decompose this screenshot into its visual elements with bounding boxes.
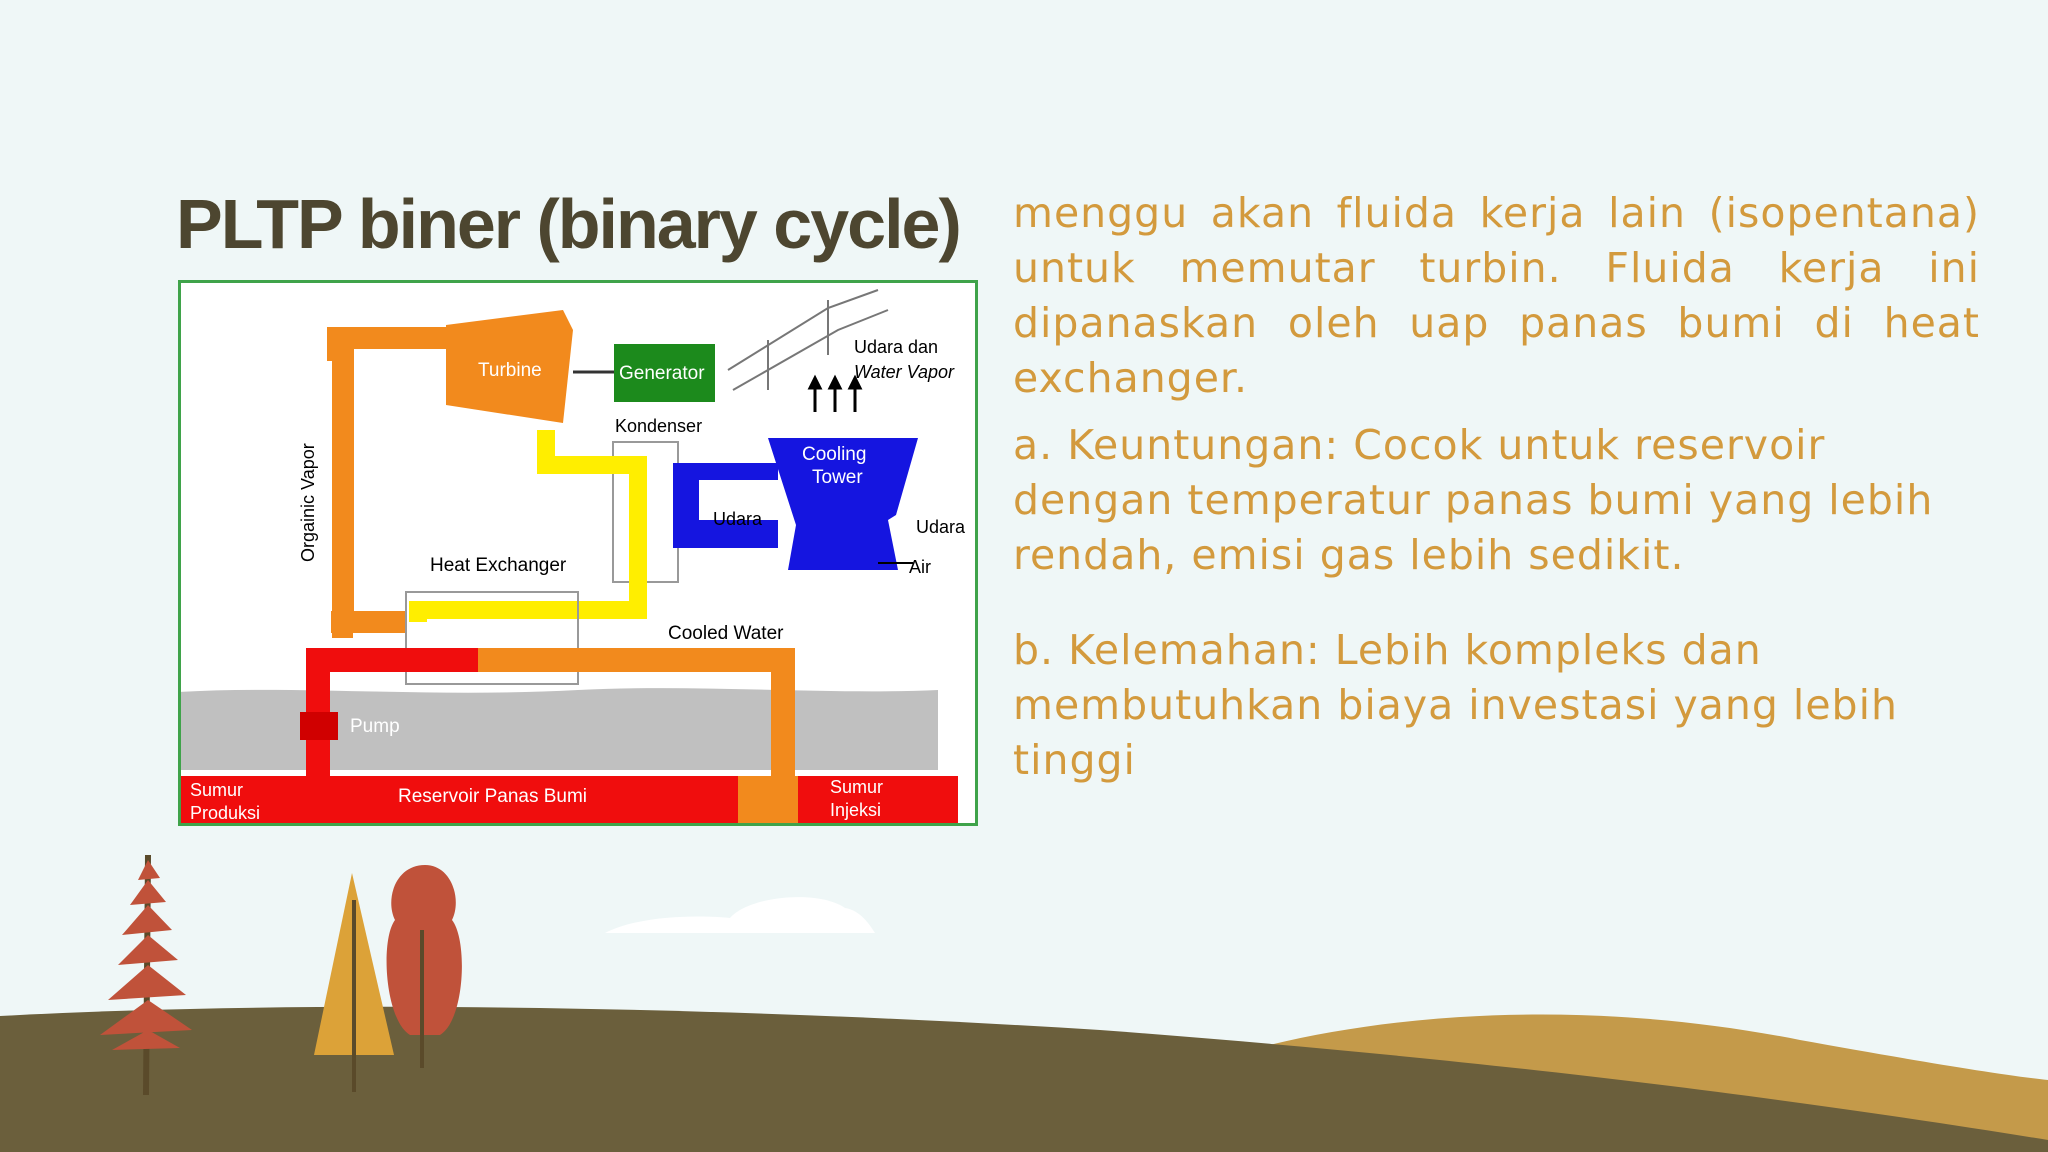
- organic-vapor-pipe: [327, 327, 354, 638]
- turbine-shape: [446, 310, 573, 423]
- heat-exchanger-box: [405, 591, 579, 685]
- sumur-injeksi-label-2: Injeksi: [830, 800, 881, 820]
- tree-pine-red: [100, 854, 192, 1096]
- geothermal-cooled-pipe: [478, 648, 795, 826]
- generator-box: [614, 344, 715, 402]
- cooled-fluid-pipe: [409, 430, 647, 622]
- air-vapor-label-2: Water Vapor: [854, 362, 955, 382]
- paragraph-disadvantage: b. Kelemahan: Lebih kompleks dan membutu…: [1013, 626, 1898, 784]
- cooling-label-1: Cooling: [802, 444, 866, 465]
- reservoir-label: Reservoir Panas Bumi: [398, 786, 587, 807]
- turbine-label: Turbine: [478, 360, 542, 381]
- slide-title: PLTP biner (binary cycle): [176, 185, 962, 263]
- cloud: [605, 897, 875, 933]
- generator-label: Generator: [619, 363, 705, 384]
- geothermal-hot-pipe: [306, 648, 478, 826]
- heat-exchanger-label: Heat Exchanger: [430, 555, 567, 576]
- air-label: Air: [909, 557, 931, 577]
- organic-vapor-label: Orgainic Vapor: [298, 443, 318, 562]
- vapor-arrows: [807, 374, 863, 412]
- sumur-produksi-label-2: Produksi: [190, 803, 260, 823]
- cooling-tower-shape: [768, 438, 918, 570]
- air-vapor-label-1: Udara dan: [854, 337, 938, 357]
- udara-outer-label: Udara: [916, 517, 966, 537]
- cooled-water-label: Cooled Water: [668, 623, 784, 644]
- ground-layer: [178, 688, 938, 770]
- tree-triangle-yellow: [314, 873, 394, 1092]
- paragraph-advantage: a. Keuntungan: Cocok untuk reservoir den…: [1013, 421, 1934, 579]
- diagram-frame: [178, 280, 978, 826]
- paragraph-description: menggu akan fluida kerja lain (isopentan…: [1013, 189, 1980, 402]
- tree-round-red: [386, 865, 462, 1068]
- cooling-label-2: Tower: [812, 467, 863, 488]
- pump-shape: [300, 712, 338, 740]
- kondenser-label: Kondenser: [615, 416, 702, 436]
- udara-inner-label: Udara: [713, 509, 763, 529]
- binary-cycle-diagram: Turbine Generator Udara dan Water Vapor …: [178, 280, 978, 826]
- pump-label: Pump: [350, 716, 400, 737]
- sumur-injeksi-label-1: Sumur: [830, 777, 883, 797]
- hill-dark: [0, 1006, 2048, 1152]
- sumur-produksi-label-1: Sumur: [190, 780, 243, 800]
- body-text: menggu akan fluida kerja lain (isopentan…: [1013, 186, 1980, 788]
